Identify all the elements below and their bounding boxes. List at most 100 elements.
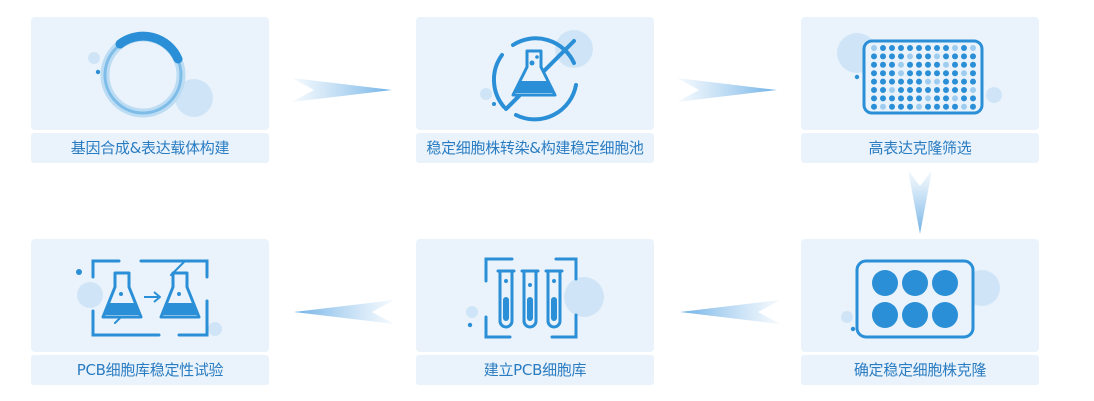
step-label: 确定稳定细胞株克隆 <box>801 355 1039 385</box>
step-label: 高表达克隆筛选 <box>801 133 1039 163</box>
plate-well <box>952 70 958 77</box>
plate-well <box>925 53 931 60</box>
step-transfection: 稳定细胞株转染&构建稳定细胞池 <box>416 17 654 163</box>
plate-well <box>880 53 886 60</box>
plate-well <box>970 78 976 85</box>
plate-well <box>898 45 904 51</box>
plate-well <box>952 103 958 110</box>
step-label: 建立PCB细胞库 <box>416 355 654 385</box>
plate-well <box>916 53 922 60</box>
plate-well <box>889 61 895 68</box>
plate-well <box>961 70 967 77</box>
plate-well <box>889 103 895 110</box>
step-clone-screening: 高表达克隆筛选 <box>801 17 1039 163</box>
plate-well <box>871 53 877 60</box>
plate-well <box>943 78 949 85</box>
plate-well <box>934 70 940 77</box>
step-card <box>416 17 654 130</box>
plate-well <box>889 53 895 60</box>
plate-well <box>943 53 949 60</box>
well-plate-6-icon <box>841 259 1000 339</box>
plasmid-ring-icon <box>88 31 213 118</box>
plate-well <box>952 53 958 60</box>
flask-transfer-icon <box>76 259 222 337</box>
step-card <box>31 239 269 352</box>
plate-well <box>925 87 931 93</box>
plate-well <box>943 70 949 77</box>
step-pcb-bank: 建立PCB细胞库 <box>416 239 654 385</box>
plate-well <box>898 87 904 93</box>
plate-well <box>970 87 976 93</box>
plate-well <box>889 78 895 85</box>
plate-well <box>880 61 886 68</box>
plate-well <box>970 103 976 110</box>
plate-well <box>925 103 931 110</box>
plate-well <box>952 87 958 93</box>
arrow-left-icon <box>294 300 394 324</box>
plate-well <box>889 87 895 93</box>
plate-well <box>907 78 913 85</box>
plate-well <box>925 45 931 51</box>
plate-well <box>970 53 976 60</box>
plate-well <box>889 70 895 77</box>
plate-well <box>970 61 976 68</box>
plate-well <box>925 70 931 77</box>
plate-well <box>871 87 877 93</box>
step-card <box>801 239 1039 352</box>
plate-well <box>871 61 877 68</box>
plate-well <box>898 95 904 102</box>
plate-well <box>961 103 967 110</box>
plate-well <box>934 78 940 85</box>
plate-well <box>970 95 976 102</box>
plate-well <box>952 61 958 68</box>
plate-well <box>907 61 913 68</box>
plate-well <box>880 70 886 77</box>
plate-wells <box>871 45 976 110</box>
step-card <box>801 17 1039 130</box>
plate-well <box>889 45 895 51</box>
plate-well <box>871 45 877 51</box>
plate-well <box>907 70 913 77</box>
plate-well <box>880 78 886 85</box>
plate-well <box>961 61 967 68</box>
plate-well <box>934 103 940 110</box>
plate-well <box>943 103 949 110</box>
plate-well <box>898 78 904 85</box>
plate-well <box>952 78 958 85</box>
plate-well <box>871 70 877 77</box>
step-label: 稳定细胞株转染&构建稳定细胞池 <box>416 133 654 163</box>
plate-well <box>916 78 922 85</box>
plate-well <box>916 95 922 102</box>
test-tubes-icon <box>466 257 604 339</box>
plate-well <box>907 95 913 102</box>
plate-well <box>889 95 895 102</box>
plate-well <box>934 95 940 102</box>
plate-well <box>961 45 967 51</box>
plate-well <box>898 53 904 60</box>
step-label: PCB细胞库稳定性试验 <box>31 355 269 385</box>
plate-well <box>880 87 886 93</box>
plate-well <box>916 45 922 51</box>
flask-cycle-icon <box>480 30 593 122</box>
well-plate-96-icon <box>837 33 1002 115</box>
arrow-right-icon <box>677 78 777 102</box>
plate-well <box>898 70 904 77</box>
plate-well <box>952 45 958 51</box>
arrow-right-icon <box>292 78 392 102</box>
plate-well <box>970 45 976 51</box>
plate-well <box>871 78 877 85</box>
plate-well <box>916 103 922 110</box>
plate-well <box>916 61 922 68</box>
plate-well <box>907 103 913 110</box>
arrow-left-icon <box>680 300 780 324</box>
plate-well <box>961 78 967 85</box>
plate-well <box>880 103 886 110</box>
plate-well <box>943 87 949 93</box>
plate-well <box>898 61 904 68</box>
plate-well <box>934 87 940 93</box>
plate-well <box>970 70 976 77</box>
plate-well <box>961 87 967 93</box>
plate-well <box>934 61 940 68</box>
plate-well <box>934 45 940 51</box>
plate-well <box>925 95 931 102</box>
